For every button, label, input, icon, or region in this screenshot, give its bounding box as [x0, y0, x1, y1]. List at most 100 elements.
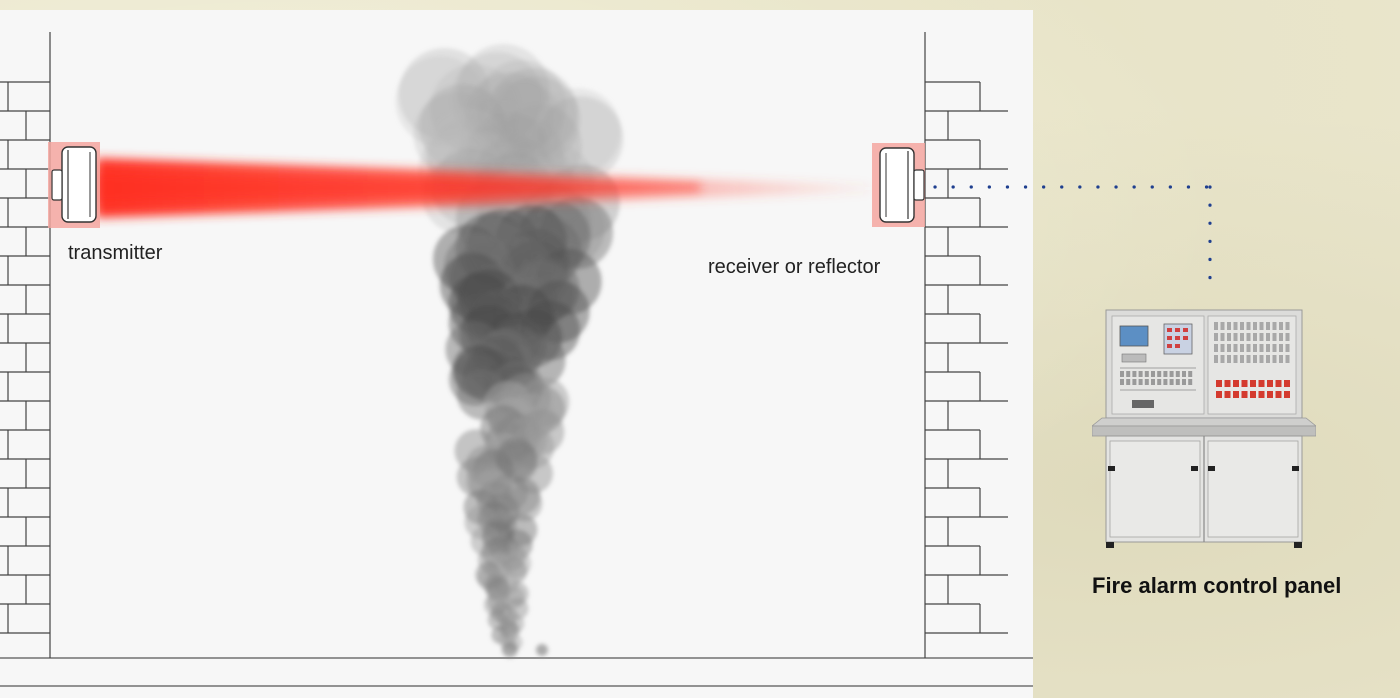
panel-key: [1259, 333, 1264, 341]
panel-alarm-key: [1241, 380, 1248, 387]
panel-key: [1132, 371, 1137, 377]
panel-key: [1272, 355, 1277, 363]
panel-key: [1120, 371, 1124, 377]
panel-key: [1240, 344, 1244, 352]
beam-receiver-icon: [872, 143, 925, 227]
panel-key: [1279, 333, 1283, 341]
panel-key: [1182, 379, 1186, 385]
panel-key: [1285, 333, 1290, 341]
panel-key: [1169, 379, 1174, 385]
panel-key: [1227, 344, 1231, 352]
panel-alarm-key: [1250, 380, 1256, 387]
panel-alarm-key: [1267, 391, 1273, 398]
panel-key: [1188, 371, 1193, 377]
panel-key: [1266, 333, 1270, 341]
panel-alarm-key: [1275, 380, 1282, 387]
panel-key: [1151, 371, 1155, 377]
panel-alarm-key: [1241, 391, 1248, 398]
panel-key: [1175, 379, 1180, 385]
panel-alarm-key: [1224, 391, 1231, 398]
panel-alarm-key: [1284, 391, 1290, 398]
panel-alarm-key: [1216, 391, 1222, 398]
panel-key: [1279, 355, 1283, 363]
panel-key: [1144, 371, 1149, 377]
panel-key: [1285, 344, 1290, 352]
panel-key: [1220, 333, 1225, 341]
wiring-dotted-line: [933, 185, 1212, 297]
panel-alarm-key: [1284, 380, 1290, 387]
panel-key: [1175, 371, 1180, 377]
left-brick-wall: [0, 32, 51, 658]
panel-key: [1279, 322, 1283, 330]
panel-key: [1169, 371, 1174, 377]
panel-key: [1214, 333, 1218, 341]
panel-key: [1259, 344, 1264, 352]
panel-key: [1220, 355, 1225, 363]
panel-key: [1272, 322, 1277, 330]
panel-alarm-key: [1233, 391, 1239, 398]
panel-key: [1240, 322, 1244, 330]
panel-key: [1214, 355, 1218, 363]
panel-key: [1151, 379, 1155, 385]
panel-key: [1138, 379, 1143, 385]
panel-alarm-key: [1258, 380, 1265, 387]
panel-alarm-key: [1267, 380, 1273, 387]
panel-key: [1233, 344, 1238, 352]
infrared-beam: [96, 158, 870, 218]
panel-key: [1272, 333, 1277, 341]
panel-key: [1233, 333, 1238, 341]
panel-key: [1214, 322, 1218, 330]
panel-key: [1240, 333, 1244, 341]
panel-alarm-key: [1275, 391, 1282, 398]
panel-key: [1144, 379, 1149, 385]
control-panel-label: Fire alarm control panel: [1092, 573, 1342, 598]
panel-alarm-key: [1224, 380, 1231, 387]
smoke-puff: [501, 642, 518, 658]
panel-key: [1163, 371, 1168, 377]
receiver-label: receiver or reflector: [708, 256, 881, 278]
panel-key: [1246, 322, 1251, 330]
panel-key: [1227, 355, 1231, 363]
panel-key: [1220, 344, 1225, 352]
panel-key: [1157, 379, 1162, 385]
panel-key: [1246, 355, 1251, 363]
panel-key: [1120, 379, 1124, 385]
smoke-puff: [536, 644, 548, 656]
panel-key: [1266, 344, 1270, 352]
panel-key: [1253, 333, 1257, 341]
panel-key: [1279, 344, 1283, 352]
panel-key: [1182, 371, 1186, 377]
panel-key: [1220, 322, 1225, 330]
panel-key: [1240, 355, 1244, 363]
panel-key: [1285, 355, 1290, 363]
panel-key: [1188, 379, 1193, 385]
beam-transmitter-icon: [48, 142, 100, 228]
panel-alarm-key: [1233, 380, 1239, 387]
fire-alarm-control-panel-icon: [1092, 309, 1316, 548]
panel-key: [1266, 322, 1270, 330]
panel-alarm-key: [1250, 391, 1256, 398]
panel-key: [1253, 355, 1257, 363]
panel-key: [1259, 322, 1264, 330]
panel-key: [1253, 322, 1257, 330]
transmitter-label: transmitter: [68, 242, 163, 264]
room-diagram: [0, 10, 1033, 698]
panel-key: [1272, 344, 1277, 352]
floor: [0, 657, 1033, 687]
panel-key: [1163, 379, 1168, 385]
right-brick-wall: [924, 32, 1008, 658]
panel-alarm-key: [1258, 391, 1265, 398]
panel-key: [1233, 322, 1238, 330]
panel-key: [1132, 379, 1137, 385]
panel-key: [1233, 355, 1238, 363]
panel-key: [1227, 333, 1231, 341]
panel-key: [1126, 379, 1131, 385]
panel-key: [1126, 371, 1131, 377]
panel-key: [1214, 344, 1218, 352]
panel-key: [1227, 322, 1231, 330]
panel-key: [1246, 344, 1251, 352]
panel-key: [1246, 333, 1251, 341]
panel-alarm-key: [1216, 380, 1222, 387]
panel-key: [1259, 355, 1264, 363]
panel-key: [1266, 355, 1270, 363]
